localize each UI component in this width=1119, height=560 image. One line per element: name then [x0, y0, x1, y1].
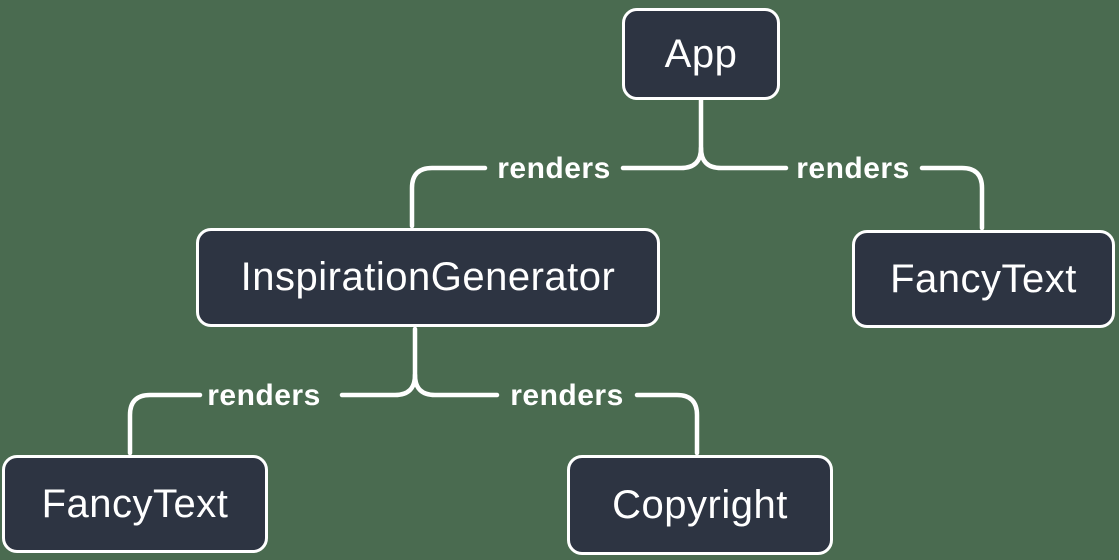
- connector-app-to-inspiration: [409, 165, 488, 229]
- connector-app-to-fancytext: [919, 165, 985, 231]
- edge-label-inspiration-fancytext: renders: [207, 379, 321, 412]
- connector-inspiration-stem-right: [412, 372, 500, 398]
- node-inspiration-generator: InspirationGenerator: [196, 228, 660, 327]
- connector-app-stem-right: [698, 145, 789, 171]
- edge-label-app-fancytext: renders: [796, 152, 910, 185]
- node-fancy-text-top: FancyText: [852, 230, 1115, 328]
- node-fancy-text-bottom: FancyText: [2, 455, 268, 553]
- connector-inspiration-stem-left: [339, 326, 418, 398]
- node-copyright: Copyright: [567, 455, 833, 555]
- edge-label-app-inspiration: renders: [497, 152, 611, 185]
- connector-inspiration-to-fancytext: [127, 392, 203, 456]
- node-app: App: [622, 8, 780, 100]
- connector-app-stem-left: [620, 97, 704, 171]
- connector-inspiration-to-copyright: [634, 392, 700, 456]
- edge-label-inspiration-copyright: renders: [510, 379, 624, 412]
